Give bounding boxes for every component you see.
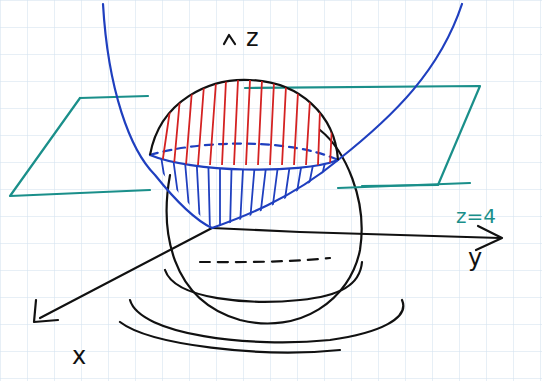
axis-label: y — [468, 246, 482, 270]
cap-hatching — [162, 80, 332, 165]
axis-label: z — [246, 26, 259, 50]
paraboloid-hatching — [160, 150, 328, 232]
plane — [10, 86, 480, 196]
sphere — [120, 130, 403, 352]
plane-label: z=4 — [456, 206, 496, 226]
paraboloid — [103, 4, 462, 228]
axis-label: x — [72, 344, 86, 368]
axes — [34, 35, 502, 322]
